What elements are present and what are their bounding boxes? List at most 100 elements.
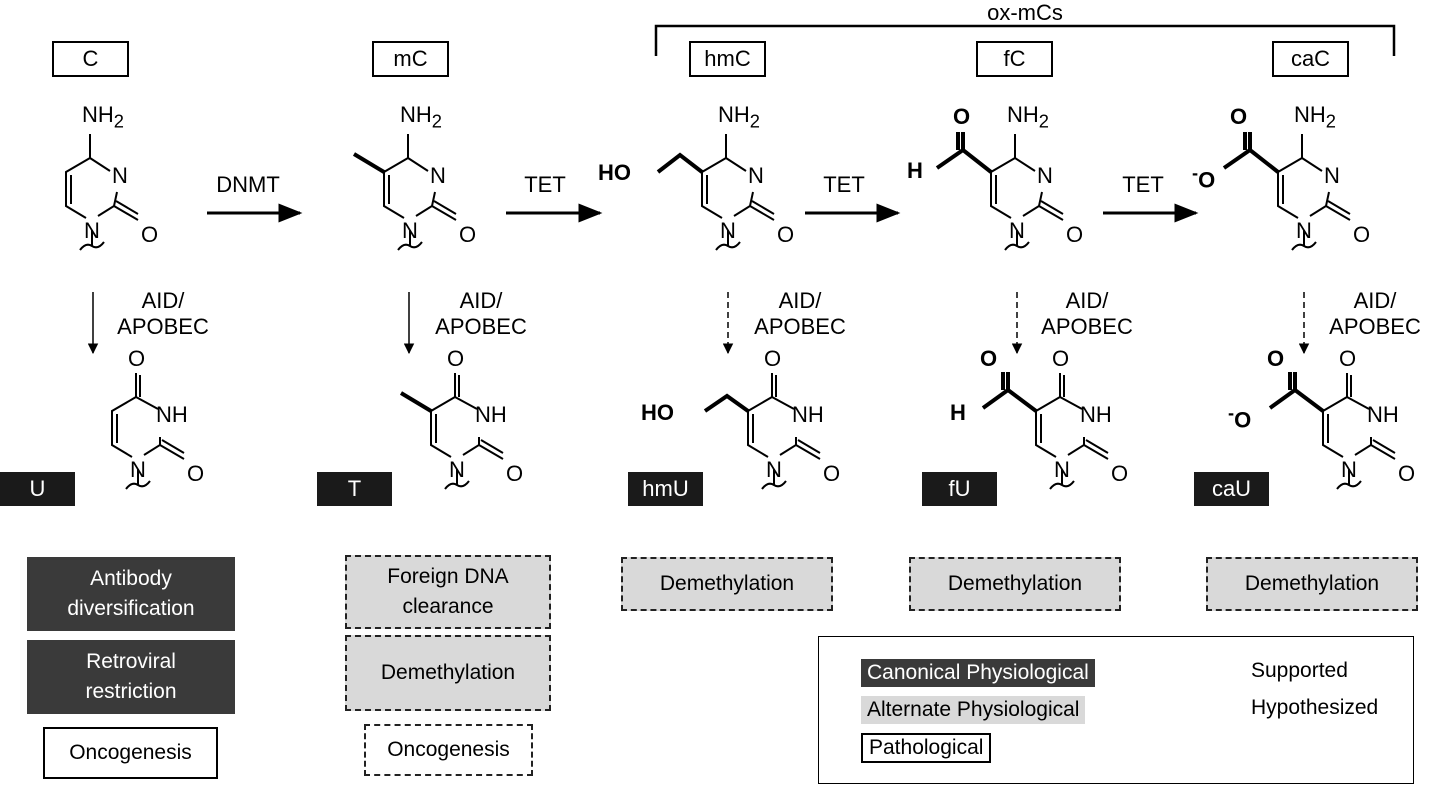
legend-alternate: Alternate Physiological [861, 696, 1086, 724]
o-text: O [1198, 167, 1216, 193]
base-label-c: C [52, 41, 129, 77]
n1-label: N [1296, 218, 1312, 243]
thymine-methyl-group [399, 391, 433, 413]
ox-mcs-bracket [654, 24, 1396, 56]
o-label: O [1066, 222, 1084, 247]
enzyme-aid-4: AID/APOBEC [1032, 288, 1142, 340]
enzyme-tet-1: TET [524, 172, 566, 197]
o-label: O [777, 222, 795, 247]
aid-slash: AID/ [1065, 288, 1109, 313]
n1-label: N [449, 457, 465, 482]
hydroxymethyl-group [656, 152, 704, 174]
nh2-subscript: 2 [1038, 110, 1049, 132]
carboxylcytosine-ring [1277, 133, 1351, 251]
fn-line: clearance [402, 595, 494, 618]
nh-label: NH [1080, 402, 1112, 427]
fn-line: Retroviral [86, 650, 176, 673]
product-label-hmu: hmU [628, 472, 703, 506]
fn-line: Antibody [90, 567, 172, 590]
nh2-text: NH [1007, 102, 1039, 127]
nh-label: NH [792, 402, 824, 427]
nh2-label: NH2 [718, 102, 760, 134]
aid-slash: AID/ [778, 288, 822, 313]
formyl-o-label: O [953, 104, 971, 129]
enzyme-aid-5: AID/APOBEC [1320, 288, 1430, 340]
o4-label: O [764, 346, 782, 371]
nh2-text: NH [82, 102, 114, 127]
o-text: O [1234, 407, 1252, 433]
cau-carboxyl-group [1268, 372, 1325, 413]
o2-label: O [1111, 461, 1129, 486]
function-oncogenesis-t: Oncogenesis [364, 724, 533, 776]
o4-label: O [1052, 346, 1070, 371]
base-label-fc: fC [976, 41, 1053, 77]
function-retroviral-restriction: Retroviral restriction [27, 640, 235, 714]
enzyme-aid-1: AID/APOBEC [108, 288, 218, 340]
o-label: O [1353, 222, 1371, 247]
nh-label: NH [1367, 402, 1399, 427]
uracil-ring [111, 372, 185, 490]
n1-label: N [1054, 457, 1070, 482]
function-demethylation-cau: Demethylation [1206, 557, 1418, 611]
nh2-text: NH [718, 102, 750, 127]
n1-label: N [766, 457, 782, 482]
product-label-u: U [0, 472, 75, 506]
minus-charge: - [1228, 402, 1235, 423]
nh-label: NH [475, 402, 507, 427]
ox-mcs-label: ox-mCs [987, 0, 1063, 25]
formylcytosine-ring [990, 133, 1064, 251]
thymine-ring [430, 372, 504, 490]
apobec: APOBEC [1041, 314, 1133, 339]
n1-label: N [402, 218, 418, 243]
n1-label: N [130, 457, 146, 482]
legend: Canonical Physiological Alternate Physio… [818, 636, 1414, 784]
nh2-label: NH2 [1294, 102, 1336, 134]
nh2-text: NH [1294, 102, 1326, 127]
carboxyl-group [1222, 132, 1280, 174]
n-label: N [112, 163, 128, 188]
n1-label: N [84, 218, 100, 243]
hmu-hydroxymethyl-group [703, 393, 750, 413]
nh2-label: NH2 [400, 102, 442, 134]
apobec: APOBEC [1329, 314, 1421, 339]
ho-label: HO [641, 400, 674, 425]
cytosine-ring [65, 133, 139, 251]
o2-label: O [506, 461, 524, 486]
ho-label: HO [598, 160, 631, 185]
enzyme-aid-2: AID/APOBEC [426, 288, 536, 340]
carboxylate-o-label: -O [1192, 160, 1215, 193]
carboxyl-o-label: O [1230, 104, 1248, 129]
apobec: APOBEC [754, 314, 846, 339]
aid-slash: AID/ [1353, 288, 1397, 313]
product-label-cau: caU [1194, 472, 1269, 506]
n-label: N [748, 163, 764, 188]
o4-label: O [128, 346, 146, 371]
function-demethylation-t: Demethylation [345, 635, 551, 711]
function-demethylation-fu: Demethylation [909, 557, 1121, 611]
minus-charge: - [1192, 162, 1199, 183]
n-label: N [1324, 163, 1340, 188]
o4-label: O [447, 346, 465, 371]
legend-pathological: Pathological [861, 733, 992, 763]
nh2-label: NH2 [1007, 102, 1049, 134]
formyluracil-ring [1035, 372, 1109, 490]
function-demethylation-hmu: Demethylation [621, 557, 833, 611]
nh2-label: NH2 [82, 102, 124, 134]
n1-label: N [1341, 457, 1357, 482]
o2-label: O [187, 461, 205, 486]
legend-canonical: Canonical Physiological [861, 659, 1095, 687]
nh2-subscript: 2 [1325, 110, 1336, 132]
function-antibody-diversification: Antibody diversification [27, 557, 235, 631]
nh2-text: NH [400, 102, 432, 127]
nh2-subscript: 2 [431, 110, 442, 132]
function-foreign-dna-clearance: Foreign DNA clearance [345, 555, 551, 629]
o-label: O [459, 222, 477, 247]
hydroxymethyluracil-ring [747, 372, 821, 490]
product-label-t: T [317, 472, 392, 506]
apobec: APOBEC [117, 314, 209, 339]
apobec: APOBEC [435, 314, 527, 339]
o-label: O [141, 222, 159, 247]
o4-label: O [1339, 346, 1357, 371]
nh2-subscript: 2 [749, 110, 760, 132]
